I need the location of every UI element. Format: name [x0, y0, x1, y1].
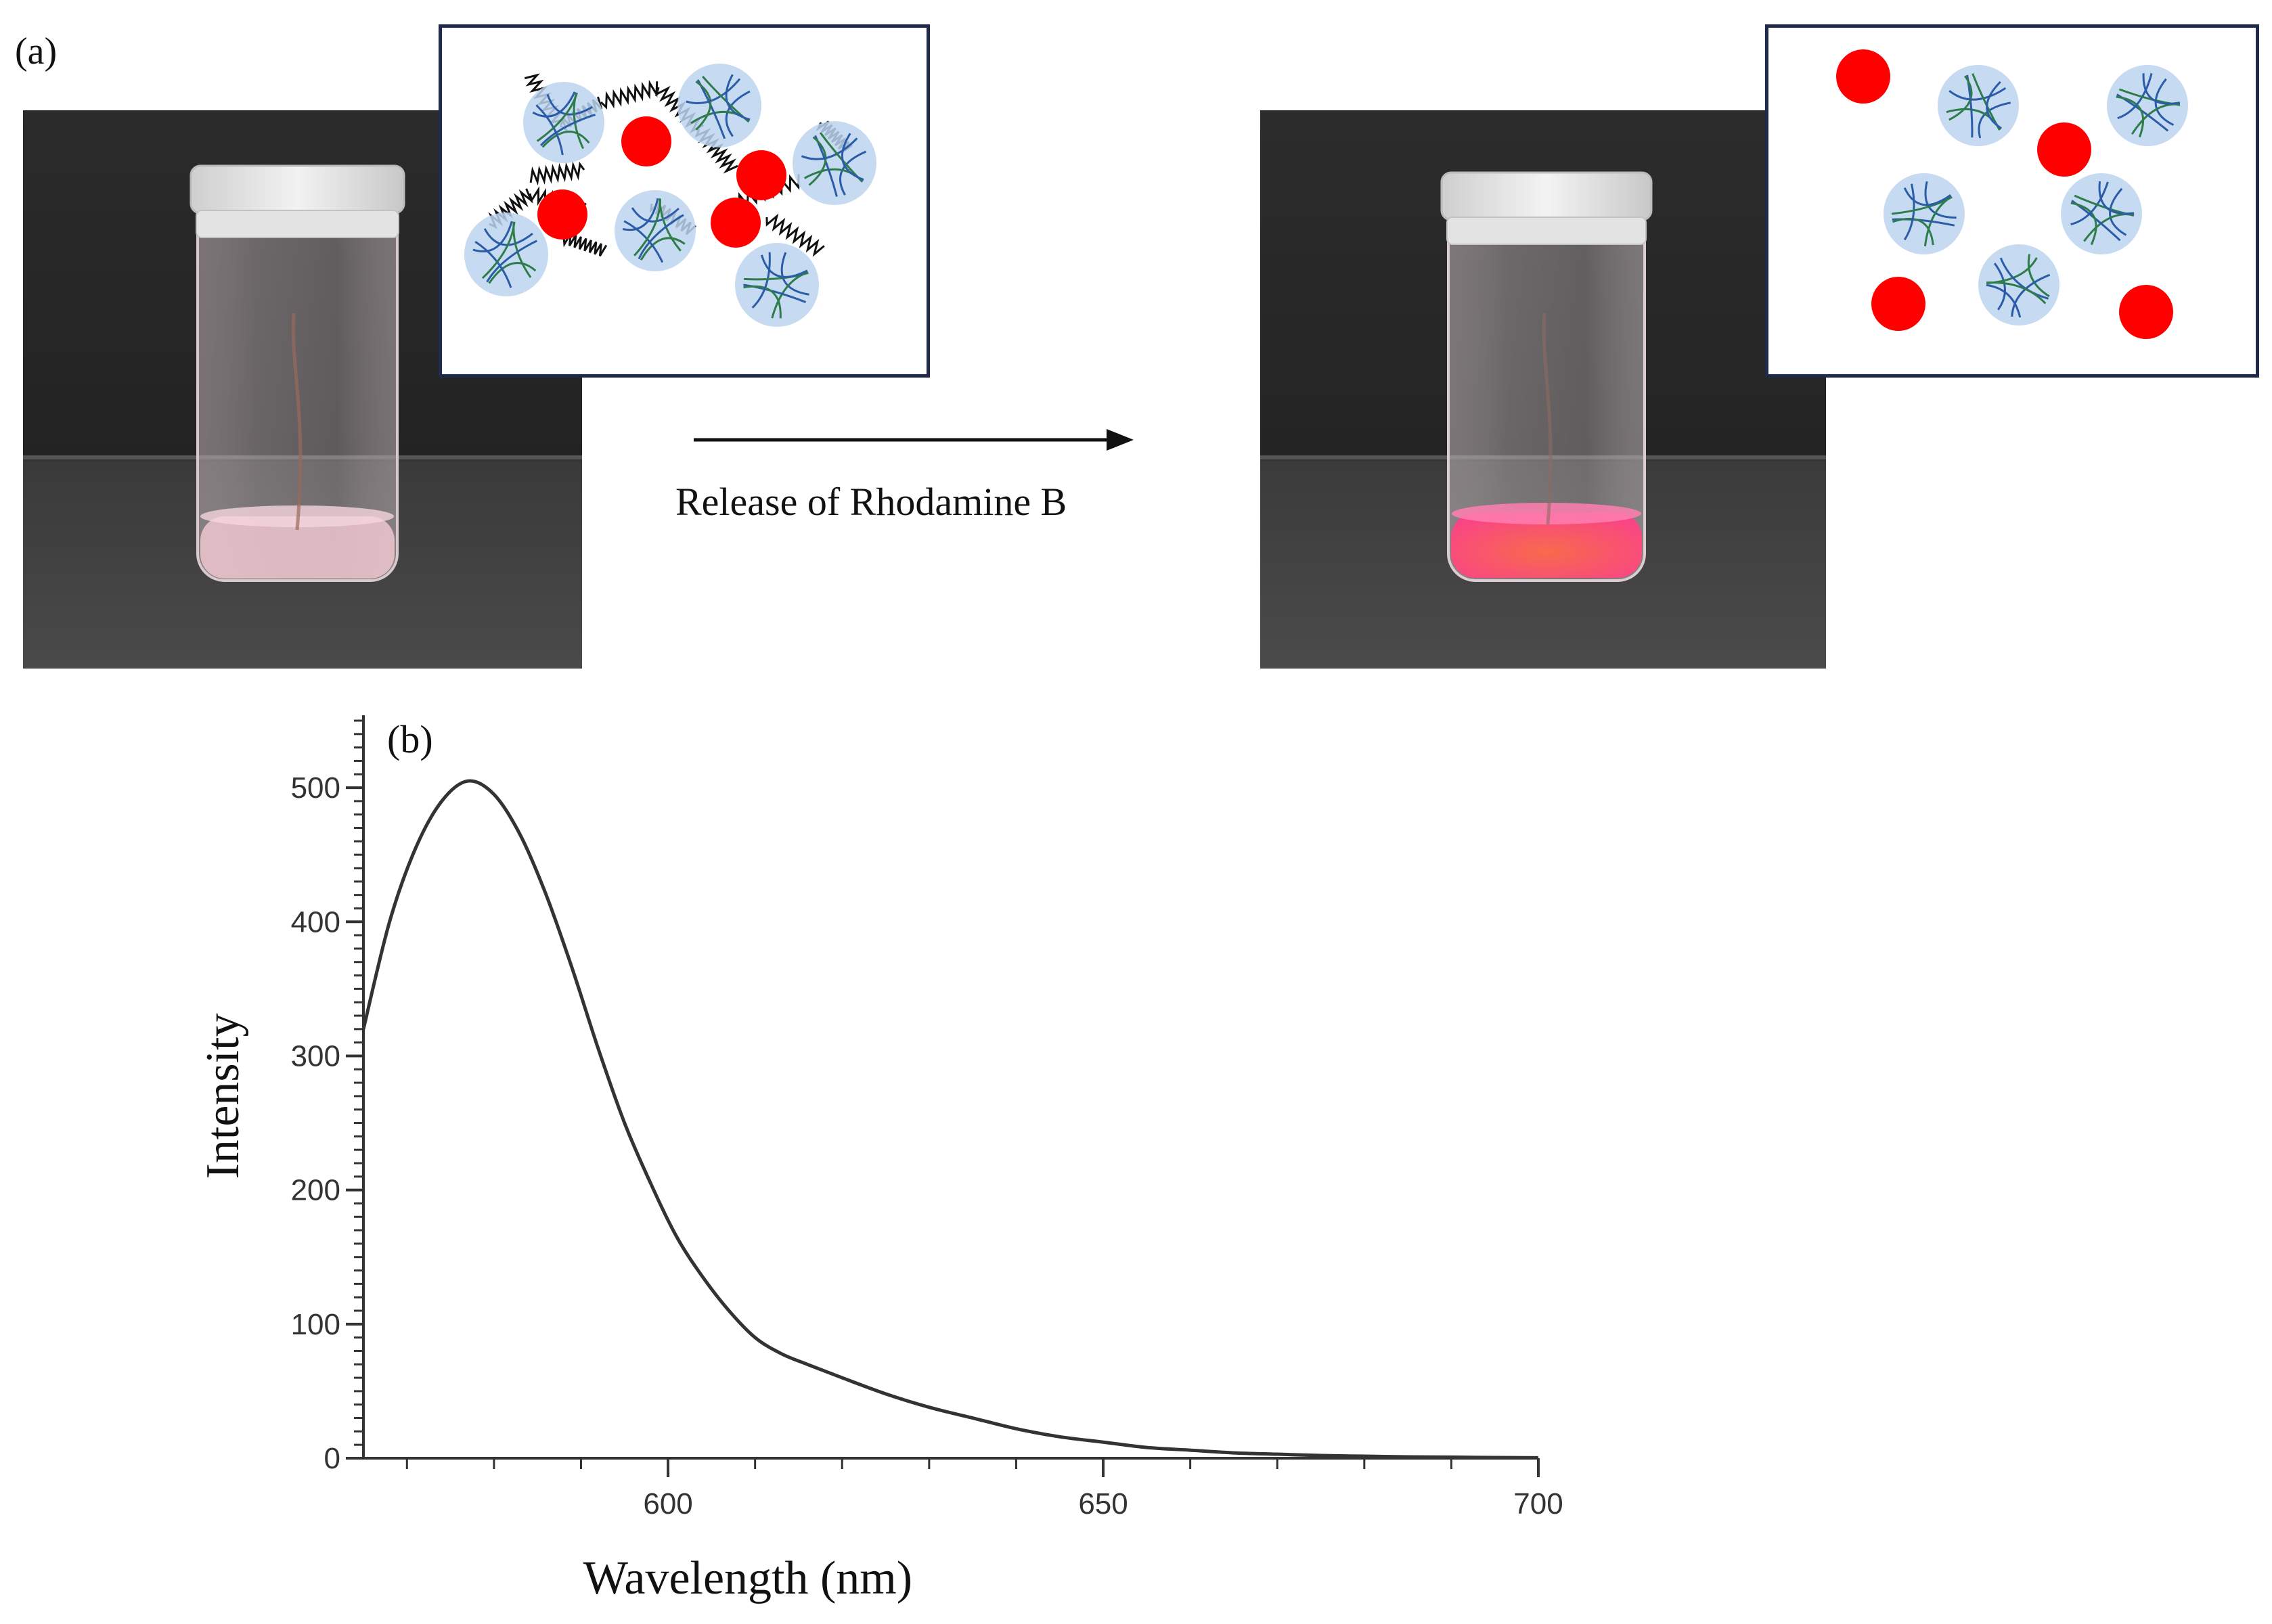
nanogel-particle [615, 190, 696, 271]
rhodamine-b-molecule [1836, 49, 1890, 104]
nanogel-particle [1938, 65, 2019, 146]
emission-spectrum-chart: (b) 0 100 200 300 400 500 600 650 700 Wavelength… [197, 715, 1563, 1604]
y-axis-title: Intensity [197, 1013, 249, 1179]
rhodamine-b-molecule [621, 116, 671, 166]
intensity-curve [361, 779, 1539, 1460]
panel-b-label: (b) [387, 717, 433, 761]
arrow-caption: Release of Rhodamine B [675, 480, 1067, 524]
rhodamine-b-molecule [1871, 277, 1925, 331]
panel-a-label: (a) [15, 30, 58, 72]
rhodamine-b-molecule [736, 150, 786, 200]
released-dye-schematic [1765, 24, 2259, 378]
chart-axes [362, 715, 1538, 1460]
nanogel-network-schematic [439, 24, 930, 378]
vial-photo-after [1260, 110, 1826, 669]
release-arrow [694, 429, 1134, 451]
nanogel-particle [1978, 244, 2059, 325]
nanogel-particle [793, 121, 876, 205]
rhodamine-b-molecule [2037, 122, 2091, 177]
y-tick-label: 100 [291, 1308, 340, 1341]
x-tick-label: 700 [1513, 1487, 1563, 1520]
polymer-crosslink [562, 233, 608, 257]
nanogel-particle [735, 243, 819, 327]
polymer-crosslink [765, 213, 825, 257]
y-tick-label: 0 [324, 1442, 340, 1475]
rhodamine-b-molecule [711, 198, 761, 248]
y-tick-label: 400 [291, 905, 340, 939]
polymer-crosslink [600, 80, 659, 110]
y-tick-label: 500 [291, 771, 340, 805]
rhodamine-b-molecule [537, 189, 587, 240]
nanogel-particle [523, 82, 604, 163]
x-axis-title: Wavelength (nm) [583, 1552, 912, 1604]
chart-ticks [346, 719, 1540, 1477]
nanogel-particle [2107, 65, 2188, 146]
nanogel-particle [1884, 173, 1965, 254]
nanogel-particle [677, 64, 761, 148]
y-tick-label: 300 [291, 1039, 340, 1073]
polymer-crosslink [529, 161, 585, 186]
x-tick-label: 600 [643, 1487, 692, 1520]
rhodamine-b-molecule [2119, 285, 2173, 339]
nanogel-particle [2061, 173, 2142, 254]
chart-tick-labels: 0 100 200 300 400 500 600 650 700 [291, 771, 1563, 1520]
y-tick-label: 200 [291, 1174, 340, 1207]
vial-after-illustration [1260, 110, 1826, 669]
nanogel-particle [464, 212, 548, 296]
x-tick-label: 650 [1078, 1487, 1128, 1520]
